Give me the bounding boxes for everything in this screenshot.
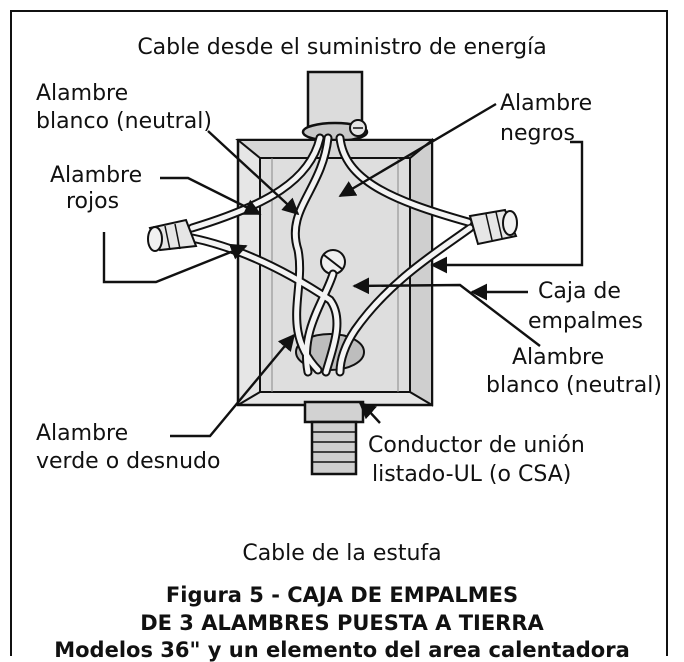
label-white-neutral-bottom-1: Alambre <box>512 345 604 370</box>
figure-frame <box>10 10 668 656</box>
wires <box>187 133 475 377</box>
caption-line-3: Modelos 36" y un elemento del area calen… <box>54 638 630 662</box>
label-red-wires-1: Alambre <box>50 163 142 188</box>
wire-nut-right <box>468 208 518 246</box>
label-junction-box-2: empalmes <box>528 309 643 334</box>
label-junction-box-1: Caja de <box>538 279 621 304</box>
label-bonding-conductor-2: listado-UL (o CSA) <box>372 462 571 487</box>
label-stove-cable: Cable de la estufa <box>242 541 441 566</box>
label-supply-cable: Cable desde el suministro de energía <box>137 35 546 60</box>
label-green-bare-1: Alambre <box>36 421 128 446</box>
label-white-neutral-top-2: blanco (neutral) <box>36 109 212 134</box>
label-green-bare-2: verde o desnudo <box>36 449 220 474</box>
label-white-neutral-bottom-2: blanco (neutral) <box>486 373 662 398</box>
wire-nut-left <box>147 218 198 252</box>
caption-line-1: Figura 5 - CAJA DE EMPALMES <box>166 583 518 607</box>
label-red-wires-2: rojos <box>66 189 119 214</box>
label-white-neutral-top-1: Alambre <box>36 81 128 106</box>
leader-lines <box>102 102 584 438</box>
stove-conduit <box>303 400 365 476</box>
label-black-wires-2: negros <box>500 121 575 146</box>
label-black-wires-1: Alambre <box>500 91 592 116</box>
supply-conduit <box>301 70 369 143</box>
caption-line-2: DE 3 ALAMBRES PUESTA A TIERRA <box>140 611 544 635</box>
label-bonding-conductor-1: Conductor de unión <box>368 433 585 458</box>
